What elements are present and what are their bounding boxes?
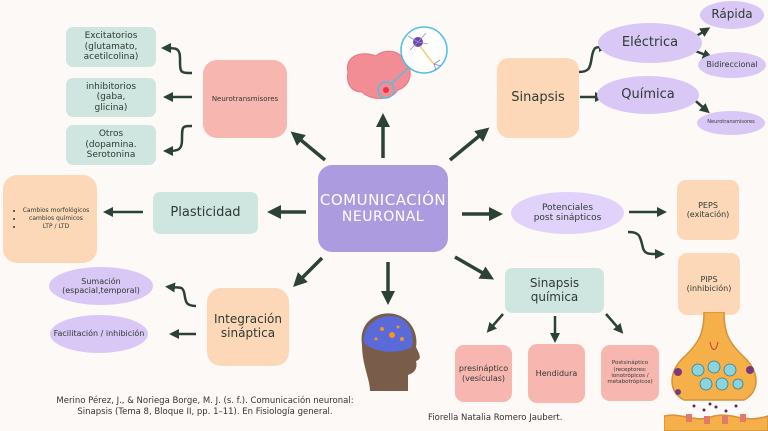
inhibitorios-node[interactable]: inhibitorios (gaba, glicina)	[66, 78, 156, 117]
neurotransmisores-q-label: Neurotransmisores	[707, 119, 755, 126]
inhibitorios-line3: glicina)	[94, 102, 128, 113]
reference-line2: Sinapsis (Tema 8, Bloque II, pp. 1–11). …	[77, 407, 333, 418]
otros-line2: (dopamina.	[85, 139, 137, 150]
peps-node[interactable]: PEPS (exitación)	[677, 180, 739, 240]
facilitacion-label: Facilitación / inhibición	[53, 329, 145, 339]
arrow-to-sinapsis-quimica	[454, 255, 495, 280]
inhibitorios-line2: (gaba,	[96, 92, 126, 103]
otros-line3: Serotonina	[86, 150, 136, 161]
presinaptico-node[interactable]: presináptico (vesículas)	[455, 345, 512, 402]
postsynaptic-membrane-icon	[664, 414, 768, 431]
excitatorios-node[interactable]: Excitatorios (glutamato, acetilcolina)	[66, 27, 156, 67]
arrow-to-pips	[627, 230, 665, 260]
sinapsis-quimica-line2: química	[530, 289, 579, 304]
postsinaptico-line2: (receptores:	[613, 366, 647, 373]
synapse-illustration	[664, 312, 768, 431]
arrow-to-sinapsis	[448, 127, 490, 162]
excitatorios-line3: acetilcolina)	[83, 52, 139, 63]
center-title-line2: NEURONAL	[341, 209, 425, 226]
sumacion-line1: Sumación	[81, 276, 121, 286]
excitatorios-line2: (glutamato,	[84, 41, 138, 52]
reference-line1: Merino Pérez, J., & Noriega Borge, M. J.…	[56, 396, 354, 406]
potenciales-line2: post sinápticos	[533, 213, 602, 223]
rapida-node[interactable]: Rápida	[700, 1, 764, 29]
presinaptico-line1: presináptico	[458, 364, 509, 374]
bidireccional-label: Bidireccional	[706, 60, 758, 70]
neurotransmisores-node[interactable]: Neurotransmisores	[203, 60, 287, 138]
plasticidad-label: Plasticidad	[170, 204, 241, 220]
presinaptico-line2: (vesículas)	[461, 373, 506, 383]
peps-line2: (exitación)	[686, 210, 730, 219]
arrow-to-electrica	[577, 41, 609, 74]
pips-line1: PIPS	[700, 274, 718, 284]
brain-network-icon	[363, 316, 413, 352]
sinapsis-quimica-line1: Sinapsis	[529, 275, 580, 290]
facilitacion-node[interactable]: Facilitación / inhibición	[50, 315, 148, 353]
arrow-to-integracion	[293, 256, 324, 287]
integracion-line1: Integración	[213, 312, 282, 327]
peps-line1: PEPS	[698, 200, 718, 210]
hendidura-node[interactable]: Hendidura	[528, 344, 585, 403]
excitatorios-line1: Excitatorios	[84, 31, 138, 42]
head-brain-illustration	[361, 313, 420, 391]
plasticidad-node[interactable]: Plasticidad	[153, 192, 258, 234]
postsinaptico-line4: metabotrópicos)	[607, 379, 653, 386]
integracion-node[interactable]: Integración sináptica	[207, 288, 289, 366]
postsinaptico-line1: Postsináptico	[611, 360, 649, 367]
otros-node[interactable]: Otros (dopamina. Serotonina	[66, 125, 156, 165]
electrica-label: Eléctrica	[621, 34, 679, 50]
hendidura-label: Hendidura	[535, 368, 578, 378]
sinapsis-node[interactable]: Sinapsis	[497, 58, 579, 138]
sumacion-line2: (espacial,temporal)	[62, 286, 140, 295]
potenciales-line1: Potenciales	[541, 202, 594, 213]
rapida-label: Rápida	[711, 7, 753, 22]
arrow-to-presinaptico	[486, 313, 504, 333]
potenciales-node[interactable]: Potenciales post sinápticos	[511, 192, 624, 234]
arrow-to-sumacion	[165, 282, 197, 308]
cambios-item: Cambios morfológicos	[23, 207, 90, 215]
postsinaptico-node[interactable]: Postsináptico (receptores: ionotrópicos …	[601, 345, 659, 401]
brain-icon	[346, 50, 411, 99]
neurotransmisores-label: Neurotransmisores	[211, 94, 279, 103]
author-credit: Fiorella Natalia Romero Jaubert.	[428, 413, 563, 423]
integracion-line2: sináptica	[220, 326, 276, 340]
center-node[interactable]: COMUNICACIÓN NEURONAL	[318, 165, 448, 252]
neurotransmisores-q-node[interactable]: Neurotransmisores	[697, 111, 765, 135]
bidireccional-node[interactable]: Bidireccional	[698, 52, 766, 78]
cambios-node[interactable]: Cambios morfológicos cambios químicos LT…	[3, 175, 97, 263]
arrow-to-neurotransmisores	[290, 131, 327, 162]
center-title-line1: COMUNICACIÓN	[319, 190, 447, 209]
brain-neuron-illustration	[346, 26, 448, 99]
pips-line2: (inhibición)	[686, 284, 732, 293]
sinapsis-label: Sinapsis	[511, 89, 565, 105]
axon-terminal-icon	[671, 312, 757, 401]
postsinaptico-line3: ionotrópicos /	[611, 373, 649, 379]
pips-node[interactable]: PIPS (inhibición)	[678, 253, 740, 315]
arrow-to-postsinaptico	[605, 313, 624, 334]
otros-line1: Otros	[98, 129, 124, 140]
sumacion-node[interactable]: Sumación (espacial,temporal)	[49, 267, 153, 305]
reference-citation: Merino Pérez, J., & Noriega Borge, M. J.…	[40, 396, 370, 418]
cambios-list: Cambios morfológicos cambios químicos LT…	[11, 207, 90, 230]
quimica-label: Química	[621, 86, 675, 102]
arrow-to-excitatorios	[161, 43, 193, 75]
electrica-node[interactable]: Eléctrica	[598, 23, 702, 63]
cambios-item: LTP / LTD	[23, 223, 90, 231]
inhibitorios-line1: inhibitorios	[85, 81, 137, 92]
cambios-item: cambios químicos	[23, 215, 90, 223]
arrow-to-otros	[163, 124, 193, 156]
sinapsis-quimica-node[interactable]: Sinapsis química	[505, 268, 604, 313]
quimica-node[interactable]: Química	[597, 76, 699, 114]
